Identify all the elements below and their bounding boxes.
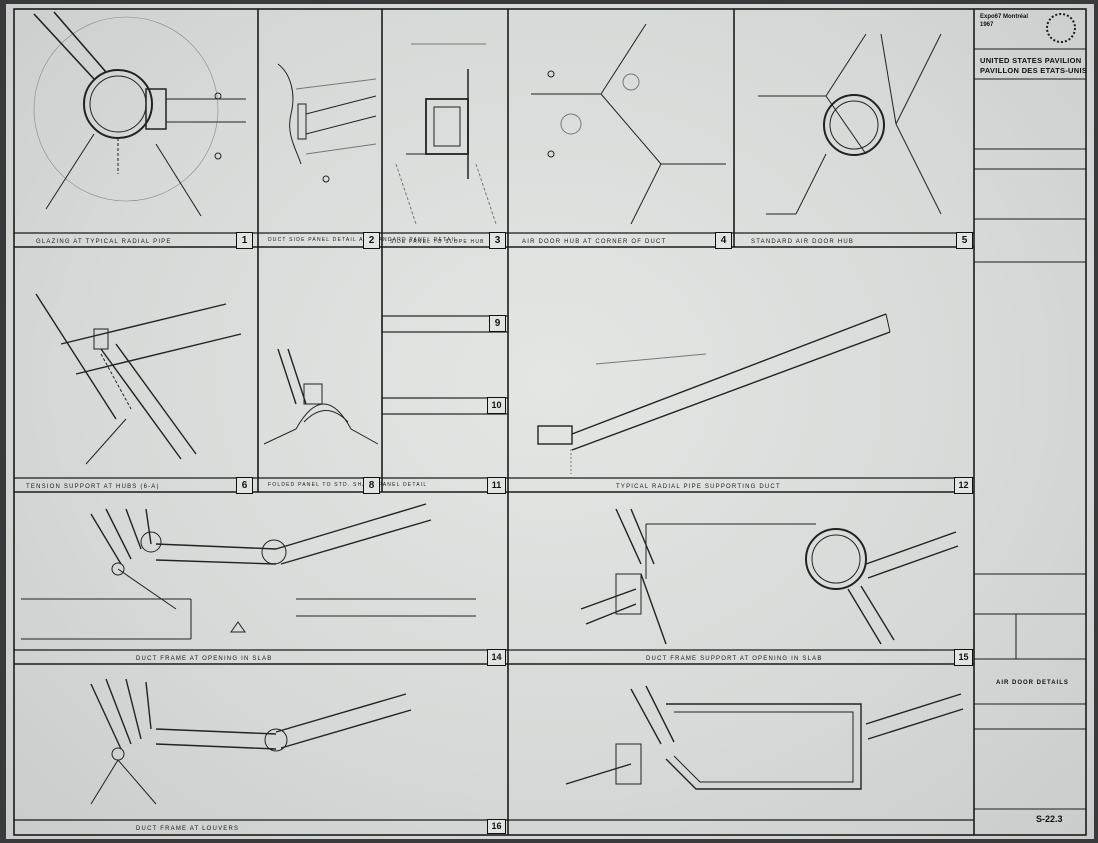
expo-header: Expo67 Montréal bbox=[980, 14, 1029, 20]
expo-year: 1967 bbox=[980, 22, 994, 28]
detail-number: 14 bbox=[487, 649, 506, 666]
detail-title: AIR DOOR HUB AT CORNER OF DUCT bbox=[522, 239, 667, 245]
drawing-sheet: GLAZING AT TYPICAL RADIAL PIPE 1 DUCT SI… bbox=[6, 4, 1094, 839]
detail-number: 11 bbox=[487, 477, 506, 494]
detail-number: 9 bbox=[489, 315, 506, 332]
detail-title: TYPICAL RADIAL PIPE SUPPORTING DUCT bbox=[616, 484, 781, 490]
detail-number: 4 bbox=[715, 232, 732, 249]
detail-number: 3 bbox=[489, 232, 506, 249]
detail-number: 8 bbox=[363, 477, 380, 494]
detail-title: DUCT FRAME AT OPENING IN SLAB bbox=[136, 656, 273, 662]
detail-title: SIDE PANEL TO SLOPE HUB bbox=[390, 239, 485, 245]
detail-number: 2 bbox=[363, 232, 380, 249]
detail-title: DUCT FRAME SUPPORT AT OPENING IN SLAB bbox=[646, 656, 823, 662]
detail-number: 5 bbox=[956, 232, 973, 249]
detail-number: 15 bbox=[954, 649, 973, 666]
detail-title: FOLDED PANEL TO STD. SHAPE PANEL DETAIL bbox=[268, 482, 428, 488]
detail-title: TENSION SUPPORT AT HUBS (6-A) bbox=[26, 484, 160, 490]
sheet-number: S-22.3 bbox=[1036, 814, 1063, 824]
detail-number: 16 bbox=[487, 819, 506, 834]
detail-title: GLAZING AT TYPICAL RADIAL PIPE bbox=[36, 239, 172, 245]
drawing-title: AIR DOOR DETAILS bbox=[996, 680, 1069, 686]
detail-title: STANDARD AIR DOOR HUB bbox=[751, 239, 855, 245]
detail-drawings bbox=[13, 8, 1087, 836]
project-title-en: UNITED STATES PAVILION bbox=[980, 56, 1082, 65]
detail-number: 12 bbox=[954, 477, 973, 494]
detail-title: DUCT SIDE PANEL DETAIL AT STANDARD PANEL… bbox=[268, 237, 459, 243]
detail-number: 6 bbox=[236, 477, 253, 494]
detail-number: 1 bbox=[236, 232, 253, 249]
project-title-fr: PAVILLON DES ETATS-UNIS bbox=[980, 66, 1088, 75]
detail-title: DUCT FRAME AT LOUVERS bbox=[136, 826, 240, 832]
detail-number: 10 bbox=[487, 397, 506, 414]
